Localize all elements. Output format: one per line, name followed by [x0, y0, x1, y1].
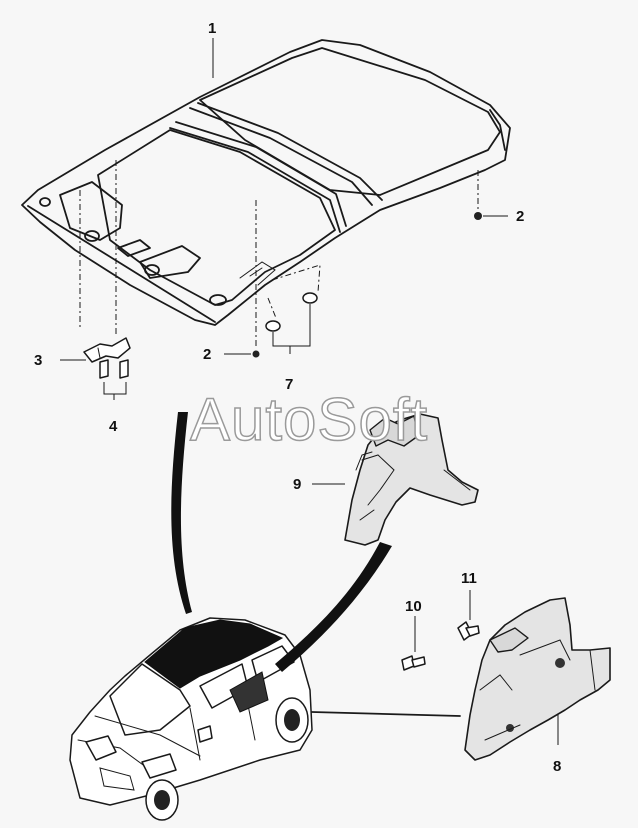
callout-8: 8 — [553, 758, 561, 775]
car-icon — [69, 617, 313, 821]
callout-1: 1 — [208, 20, 216, 37]
callout-10: 10 — [405, 598, 422, 615]
callout-9: 9 — [293, 476, 301, 493]
callout-2a: 2 — [516, 208, 524, 225]
callout-11: 11 — [461, 570, 477, 587]
watermark-text: AutoSoft — [190, 386, 428, 453]
callout-4: 4 — [109, 418, 118, 435]
clip-icon — [252, 212, 482, 358]
callout-3: 3 — [34, 352, 42, 369]
leader-dash — [267, 297, 277, 319]
headliner-icon — [21, 39, 511, 326]
callout-2b: 2 — [203, 346, 211, 363]
connector-arc — [275, 542, 392, 672]
garnish-clip-icon — [83, 337, 131, 379]
screw-icon — [401, 655, 426, 671]
trim-panel-icon — [344, 413, 479, 546]
trim-panel-icon — [464, 597, 611, 761]
garnish-clip-icon — [265, 292, 318, 332]
push-rivet-icon — [457, 621, 480, 641]
connector-arc — [171, 412, 192, 614]
leader-dash — [271, 264, 321, 293]
connector-line — [311, 711, 461, 717]
callout-7: 7 — [285, 376, 293, 393]
